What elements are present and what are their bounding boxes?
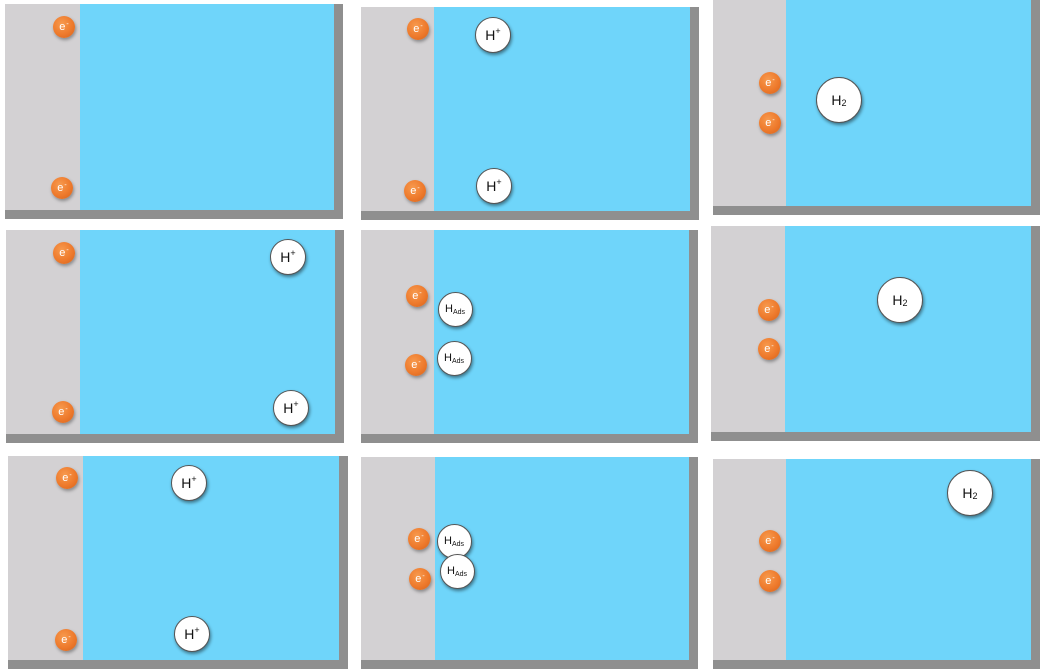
panel-shadow-bottom [361, 434, 698, 443]
electrode [361, 230, 434, 434]
electrolyte [435, 457, 689, 660]
proton: H+ [174, 616, 210, 652]
panel-shadow-bottom [5, 210, 343, 219]
proton: H+ [476, 168, 512, 204]
panel-shadow-bottom [361, 660, 698, 669]
proton: H+ [270, 239, 306, 275]
electron: e- [51, 177, 73, 199]
electrolyte [80, 4, 334, 210]
panel-r2-c3 [711, 226, 1040, 441]
panel-shadow-right [1031, 0, 1040, 215]
electron: e- [52, 401, 74, 423]
electrolyte [434, 7, 690, 211]
panel-shadow-bottom [8, 660, 348, 669]
electron: e- [55, 629, 77, 651]
electron: e- [408, 528, 430, 550]
electrolyte [786, 459, 1031, 660]
panel-shadow-right [334, 4, 343, 219]
electrolyte [785, 226, 1031, 432]
electron: e- [56, 467, 78, 489]
panel-shadow-bottom [711, 432, 1040, 441]
electrode [711, 226, 785, 432]
electrolyte [83, 456, 339, 660]
panel-shadow-bottom [713, 206, 1040, 215]
electron: e- [406, 285, 428, 307]
electron: e- [758, 338, 780, 360]
electron: e- [407, 18, 429, 40]
electron: e- [759, 530, 781, 552]
panel-shadow-right [690, 7, 699, 220]
electron: e- [758, 299, 780, 321]
panel-shadow-right [689, 457, 698, 669]
proton: H+ [171, 465, 207, 501]
electrode [361, 457, 435, 660]
panel-shadow-right [335, 230, 344, 443]
panel-r1-c3 [713, 0, 1040, 215]
panel-shadow-right [1031, 459, 1040, 669]
electron: e- [759, 112, 781, 134]
panel-shadow-right [689, 230, 698, 443]
electron: e- [53, 242, 75, 264]
panel-r2-c2 [361, 230, 698, 443]
electron: e- [53, 16, 75, 38]
electrode [713, 459, 786, 660]
electrode [713, 0, 786, 206]
electron: e- [404, 180, 426, 202]
panel-shadow-right [1031, 226, 1040, 441]
electrolyte [434, 230, 689, 434]
electron: e- [405, 354, 427, 376]
electron: e- [409, 568, 431, 590]
panel-shadow-bottom [713, 660, 1040, 669]
panel-shadow-bottom [361, 211, 699, 220]
electron: e- [759, 570, 781, 592]
panel-shadow-bottom [6, 434, 344, 443]
proton: H+ [475, 17, 511, 53]
proton: H+ [273, 390, 309, 426]
electron: e- [759, 72, 781, 94]
panel-shadow-right [339, 456, 348, 669]
panel-r3-c2 [361, 457, 698, 669]
